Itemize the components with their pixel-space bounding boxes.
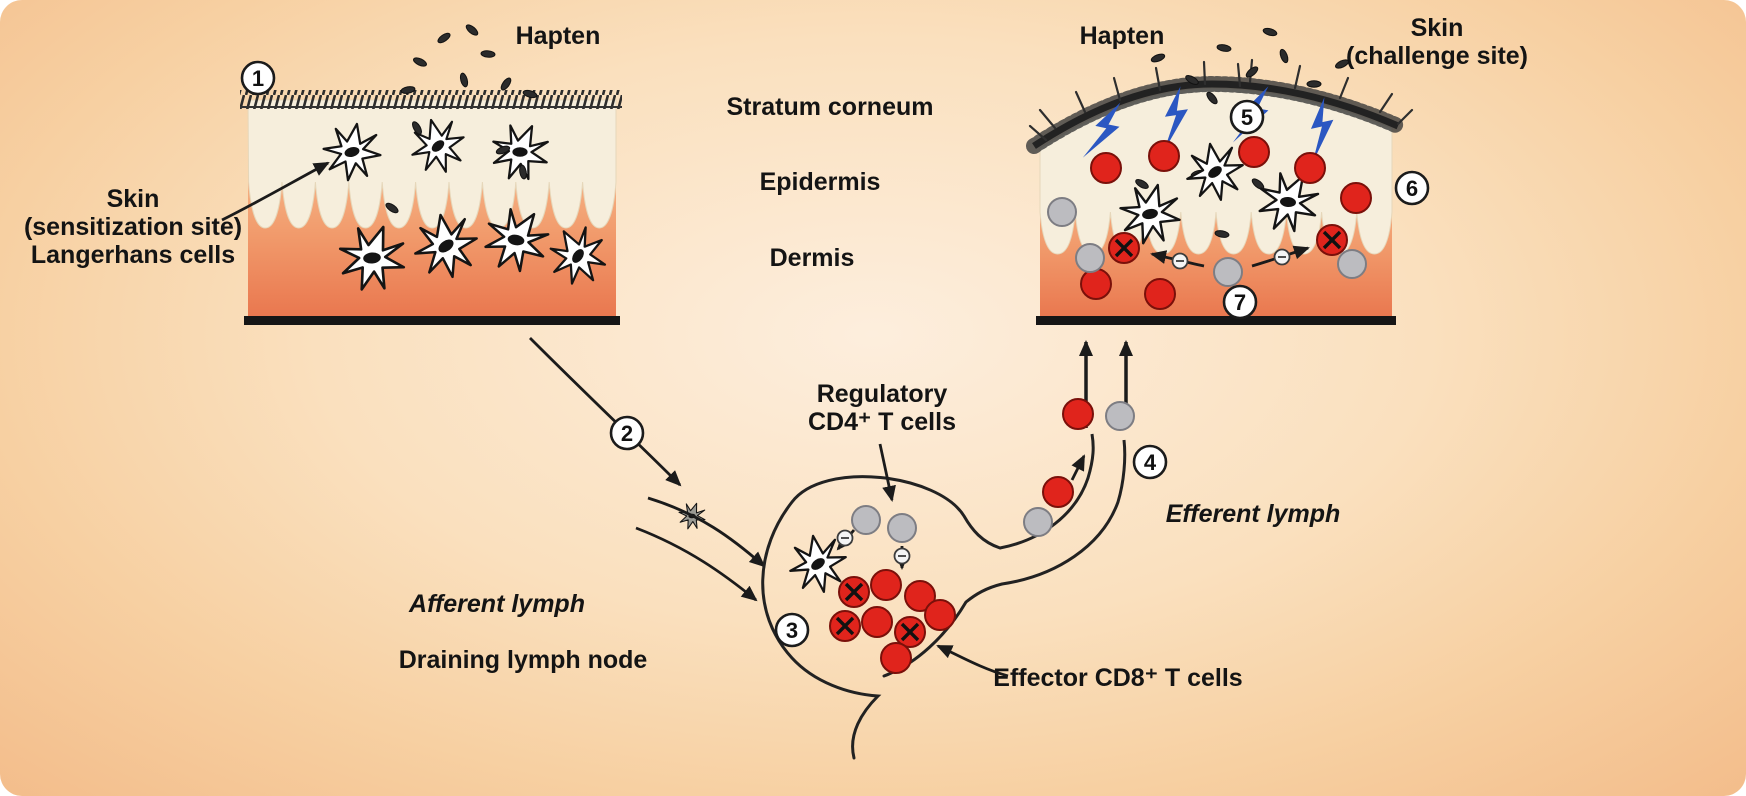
step-number-6: 6 [1406, 176, 1418, 201]
effector-t-cell-activated-icon [837, 575, 871, 609]
hapten-icon [435, 30, 453, 46]
challenge-caption-line2: (challenge site) [1346, 42, 1528, 70]
afferent-vessel-arrow-2 [635, 526, 758, 602]
step-marker-1: 1 [240, 60, 276, 96]
afferent-lymph-label: Afferent lymph [408, 590, 585, 618]
effector-t-cell-icon [861, 606, 893, 638]
arrow-regulatory-label-to-node [878, 443, 896, 502]
effector-t-cell-icon [1090, 152, 1122, 184]
efferent-vessel-wall-bottom [1001, 439, 1127, 586]
draining-lymph-node-label: Draining lymph node [399, 646, 648, 674]
arrow-caption-to-langerhans [221, 161, 330, 222]
effector-t-cell-icon [1144, 278, 1176, 310]
effector-t-cell-icon [1148, 140, 1180, 172]
regulatory-t-cell-icon [1213, 257, 1243, 287]
minus-sign-icon [836, 529, 854, 547]
step-number-3: 3 [786, 618, 798, 643]
efferent-vessel-wall-top [999, 433, 1095, 550]
arrow-skin-to-node [529, 337, 682, 487]
right-skin-block: 5 6 7 [1026, 26, 1430, 325]
regulatory-t-cell-icon [887, 513, 917, 543]
regulatory-t-cell-icon [1023, 507, 1053, 537]
effector-t-cell-icon [870, 569, 902, 601]
regulatory-label-line1: Regulatory [817, 380, 948, 408]
effector-t-cell-activated-icon [828, 609, 862, 643]
effector-t-cell-icon [1294, 152, 1326, 184]
effector-t-cell-icon [1062, 398, 1094, 430]
stratum-corneum-label: Stratum corneum [727, 93, 934, 121]
hapten-icon [1306, 80, 1322, 88]
efferent-lymph-label: Efferent lymph [1166, 500, 1341, 528]
left-skin-block: 1 [240, 22, 622, 325]
hapten-icon [1149, 52, 1167, 64]
minus-sign-icon [1171, 252, 1189, 270]
effector-t-cell-icon [880, 642, 912, 674]
effector-t-cell-icon [1042, 476, 1074, 508]
step-marker-5: 5 [1229, 99, 1265, 135]
step-marker-6: 6 [1394, 170, 1430, 206]
step-marker-4: 4 [1132, 444, 1168, 480]
minus-sign-icon [893, 547, 911, 565]
regulatory-t-cell-icon [1337, 249, 1367, 279]
lymph-node: 3 [761, 433, 1127, 760]
effector-t-cell-icon [924, 599, 956, 631]
lymph-node-outline [761, 475, 1002, 760]
step-marker-2: 2 [609, 415, 645, 451]
regulatory-t-cell-icon [1075, 243, 1105, 273]
effector-cd8-label: Effector CD8⁺ T cells [993, 664, 1242, 692]
hapten-icon [1261, 26, 1279, 38]
skin-base-line-right [1036, 316, 1396, 325]
step-marker-7: 7 [1222, 284, 1258, 320]
effector-t-cell-activated-icon [1107, 231, 1141, 265]
step-number-5: 5 [1241, 105, 1253, 130]
regulatory-t-cell-icon [1047, 197, 1077, 227]
effector-t-cell-activated-icon [1315, 223, 1349, 257]
hapten-icon [498, 75, 514, 93]
minus-sign-icon [1273, 248, 1291, 266]
step-marker-3: 3 [774, 612, 810, 648]
regulatory-label-line2: CD4⁺ T cells [808, 408, 956, 436]
hapten-label-left: Hapten [516, 22, 601, 50]
effector-t-cell-icon [1238, 136, 1270, 168]
regulatory-t-cell-icon [851, 505, 881, 535]
step-number-1: 1 [252, 66, 264, 91]
sensitization-caption-line1: Skin [107, 185, 160, 213]
effector-t-cell-icon [1340, 182, 1372, 214]
hapten-icon [464, 22, 480, 38]
dermis-label: Dermis [770, 244, 855, 272]
step-number-7: 7 [1234, 290, 1246, 315]
regulatory-t-cell-icon [1105, 401, 1135, 431]
sensitization-caption-line2: (sensitization site) [24, 213, 242, 241]
stratum-corneum-hairs [1028, 58, 1414, 142]
efferent-flow-arrow [1070, 454, 1086, 481]
sensitization-caption-line3: Langerhans cells [31, 241, 235, 269]
skin-base-line-left [244, 316, 620, 325]
stratum-corneum-right [1026, 58, 1414, 154]
hapten-icon [480, 49, 496, 59]
step-number-4: 4 [1144, 450, 1157, 475]
hapten-icon [1278, 47, 1290, 65]
hapten-icon [411, 55, 429, 69]
epidermis-label: Epidermis [760, 168, 881, 196]
afferent-vessel-arrow-1 [647, 496, 766, 568]
arrow-effector-label-to-cells [936, 644, 1009, 678]
challenge-caption-line1: Skin [1411, 14, 1464, 42]
effector-t-cell-icon [1080, 268, 1112, 300]
hapten-label-right: Hapten [1080, 22, 1165, 50]
hapten-icon [1216, 43, 1232, 53]
step-number-2: 2 [621, 421, 633, 446]
epidermis-layer-left [247, 99, 617, 229]
hapten-icon [458, 71, 470, 89]
